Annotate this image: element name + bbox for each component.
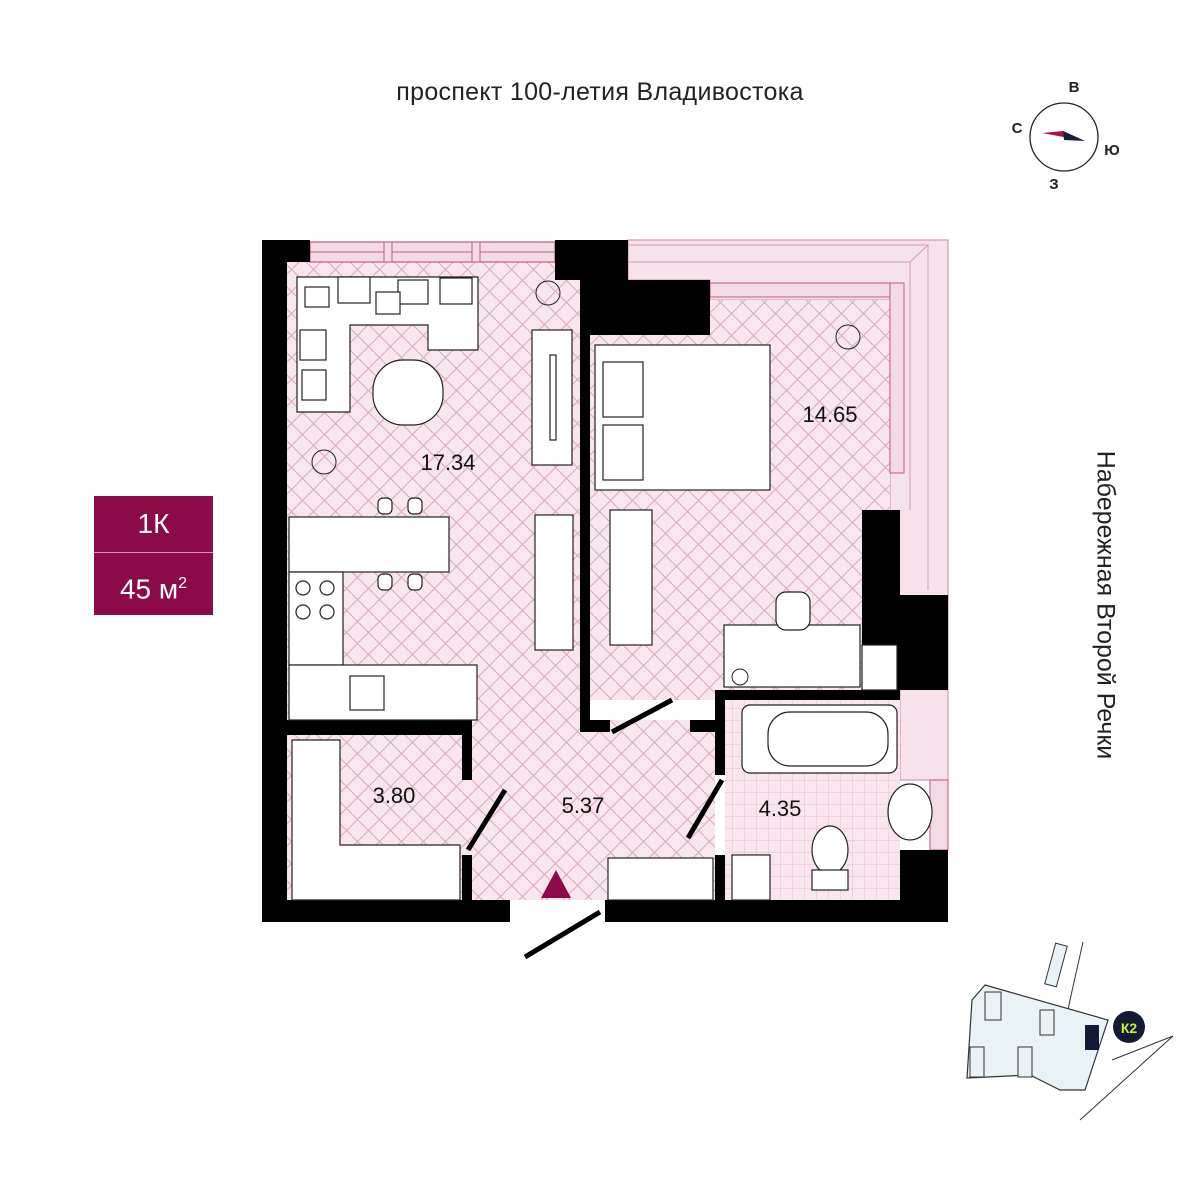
area-bathroom: 4.35 (759, 796, 802, 821)
shoe-cabinet-icon (607, 857, 714, 901)
site-map: К2 (966, 941, 1174, 1121)
plant-icon (535, 280, 561, 306)
washbasin-icon (887, 783, 933, 841)
furniture (288, 276, 933, 901)
desk-icon (723, 624, 861, 688)
storage-shelves-icon (291, 739, 461, 901)
entrance-arrow-icon (541, 870, 571, 898)
area-living-kitchen: 17.34 (420, 450, 475, 475)
doors (465, 697, 725, 960)
highlighted-building (1085, 1025, 1099, 1050)
area-bedroom: 14.65 (802, 402, 857, 427)
compass-label-west: З (1049, 176, 1058, 193)
kitchen-counter-icon (288, 516, 450, 573)
door-entrance (523, 909, 602, 960)
apartment-type: 1К (94, 496, 213, 553)
sofa-icon (296, 276, 479, 413)
compass-label-north: С (1012, 120, 1023, 137)
compass: В С Ю З (1012, 79, 1120, 193)
washer-icon (861, 644, 898, 691)
compass-label-east: В (1069, 79, 1080, 96)
window-living (309, 241, 556, 263)
plant-icon (731, 668, 749, 686)
plant-icon (835, 324, 861, 350)
k2-label: К2 (1121, 1020, 1138, 1036)
compass-label-south: Ю (1104, 142, 1119, 159)
toilet-icon (811, 825, 849, 875)
wardrobe-living-icon (534, 514, 574, 651)
area-value: 45 м (119, 573, 179, 605)
street-name-top: проспект 100-летия Владивостока (396, 78, 804, 106)
plant-icon (311, 449, 337, 475)
compass-needle-south-icon (1063, 131, 1085, 141)
apartment-area: 45 м2 (94, 553, 213, 615)
compass-circle (1029, 102, 1099, 172)
k2-marker (1113, 1011, 1145, 1043)
walls (262, 240, 948, 922)
window-bathroom (929, 779, 949, 851)
wardrobe-bedroom-icon (609, 509, 653, 646)
door-storage (465, 788, 508, 852)
apartment-badge: 1К 45 м2 (94, 496, 213, 615)
plants (311, 280, 861, 686)
area-hall: 5.37 (562, 793, 605, 818)
area-unit-sup: 2 (178, 575, 188, 592)
door-bedroom (610, 697, 674, 735)
area-storage: 3.80 (373, 783, 416, 808)
chair-icon (775, 591, 811, 631)
coffee-table-icon (372, 359, 444, 426)
door-bathroom (685, 778, 725, 840)
boiler-icon (731, 854, 771, 901)
